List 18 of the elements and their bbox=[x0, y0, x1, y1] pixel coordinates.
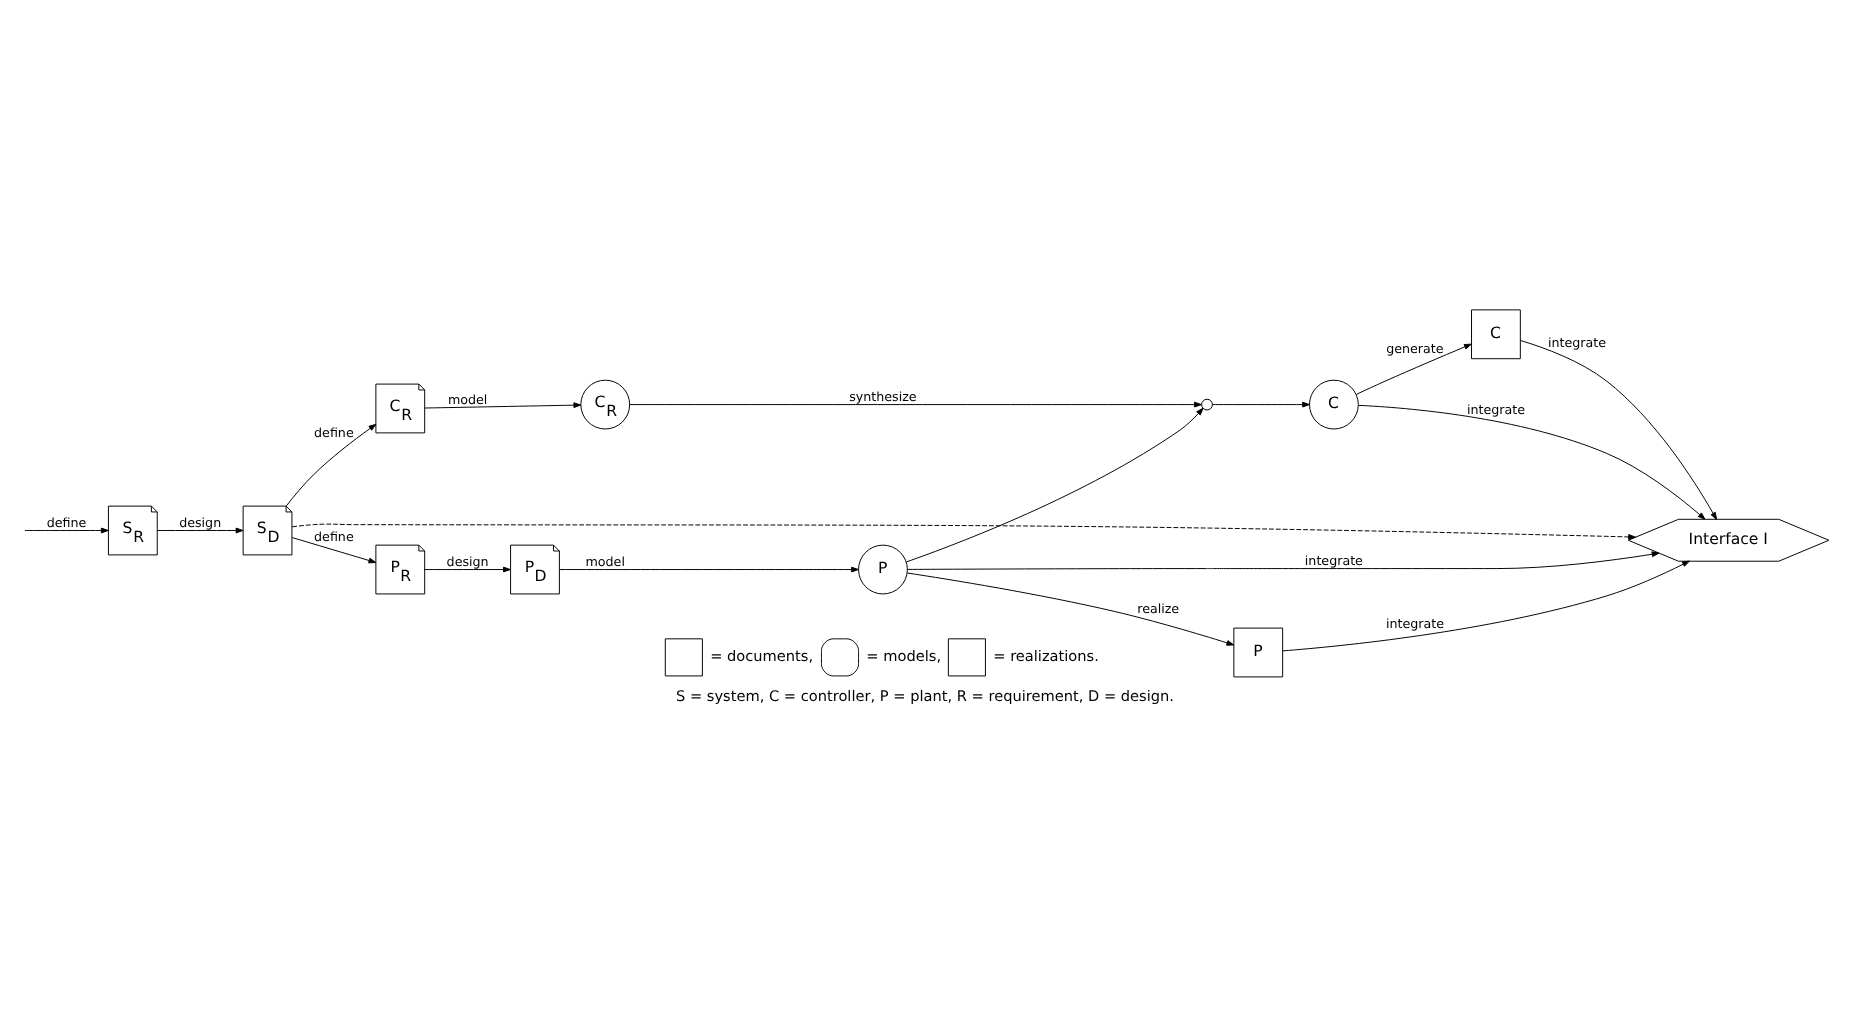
arrow bbox=[424, 566, 511, 573]
arrow bbox=[291, 537, 377, 564]
arrow bbox=[24, 527, 109, 534]
arrow bbox=[629, 401, 1202, 408]
arrow bbox=[906, 551, 1660, 570]
arrow bbox=[559, 566, 859, 573]
arrow bbox=[1211, 401, 1310, 408]
arrow bbox=[1520, 340, 1718, 520]
arrow bbox=[1355, 343, 1472, 395]
arrow bbox=[291, 523, 1636, 540]
arrow bbox=[1357, 404, 1706, 520]
arrow bbox=[1282, 560, 1690, 652]
node-circle bbox=[1201, 398, 1213, 411]
arrow bbox=[285, 423, 377, 507]
arrow bbox=[906, 572, 1235, 646]
arrow bbox=[156, 527, 244, 534]
arrow bbox=[905, 407, 1204, 563]
arrow bbox=[424, 402, 582, 409]
